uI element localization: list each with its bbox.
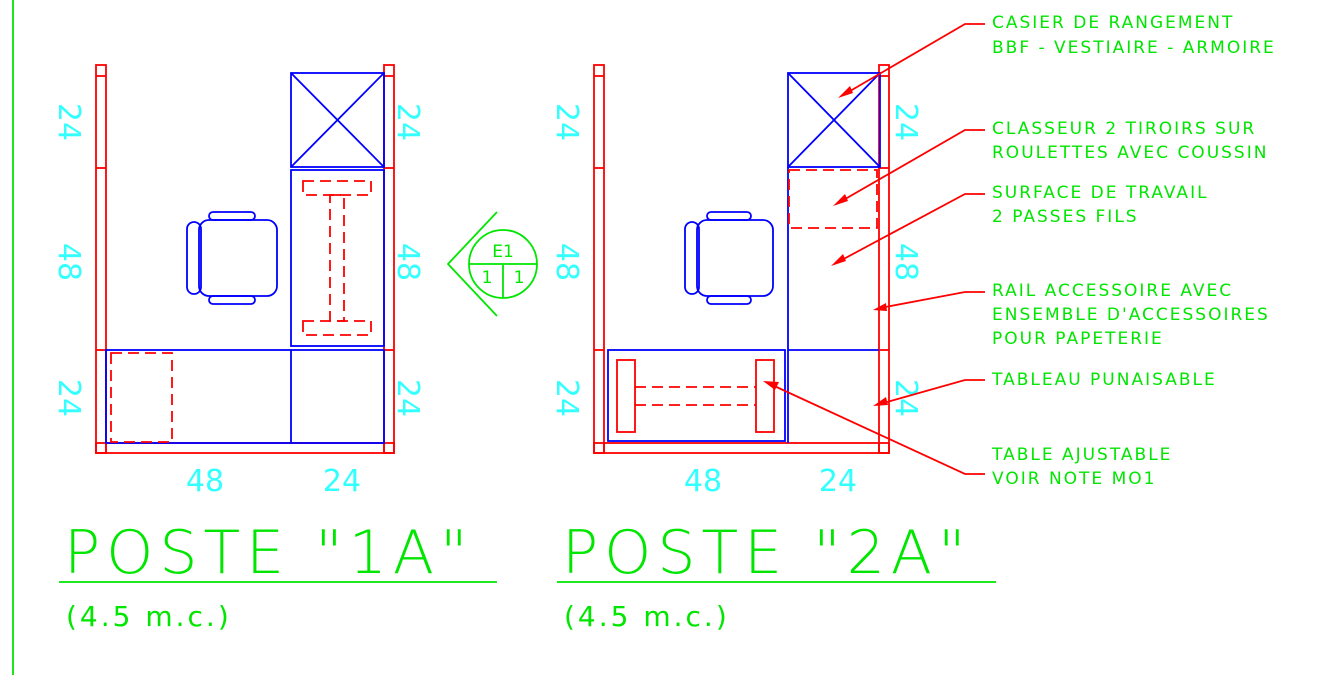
dim-right-middle: 48 [390, 243, 425, 281]
dim-bottom-right: 24 [819, 464, 857, 499]
dim-bottom-left: 48 [186, 464, 224, 499]
annotation-notes: CASIER DE RANGEMENT BBF - VESTIAIRE - AR… [991, 13, 1277, 489]
station-1a-dimensions: 24 48 24 24 48 24 48 24 [51, 103, 425, 499]
station-2a-storage-cabinet [787, 72, 881, 168]
elevation-marker-left: 1 [482, 268, 493, 288]
dim-left-middle: 48 [51, 243, 86, 281]
note-tack-board: TABLEAU PUNAISABLE [991, 370, 1217, 390]
leader-lines [763, 23, 985, 475]
station-2a-partitions [593, 64, 890, 454]
station-area: (4.5 m.c.) [66, 600, 232, 633]
station-1a-work-surface-right [290, 169, 385, 347]
station-1a-work-surface-bottom [105, 349, 385, 444]
dim-right-top: 24 [390, 103, 425, 141]
dim-left-bottom: 24 [51, 379, 86, 417]
station-title: POSTE "2A" [562, 518, 972, 588]
station-1a-storage-cabinet [290, 72, 385, 168]
note-accessory-rail: RAIL ACCESSOIRE AVEC ENSEMBLE D'ACCESSOI… [992, 281, 1277, 349]
station-2a-chair [684, 211, 774, 305]
dim-left-middle: 48 [549, 243, 584, 281]
dim-right-middle: 48 [888, 243, 923, 281]
dim-right-bottom: 24 [390, 379, 425, 417]
station-2a-work-surface [787, 167, 879, 351]
note-work-surface: SURFACE DE TRAVAIL 2 PASSES FILS [992, 183, 1216, 227]
station-1a-file-cabinet [110, 352, 173, 443]
station-area: (4.5 m.c.) [564, 600, 730, 633]
station-1a-partitions [95, 64, 395, 454]
note-adjustable-table: TABLE AJUSTABLE VOIR NOTE MO1 [991, 445, 1180, 489]
elevation-marker: E1 1 1 [446, 211, 538, 317]
station-1a-title-block: POSTE "1A" (4.5 m.c.) [59, 518, 497, 633]
station-1a-chair [186, 211, 278, 305]
station-1a-desk-support [302, 180, 372, 336]
dim-bottom-left: 48 [684, 464, 722, 499]
dim-right-bottom: 24 [888, 379, 923, 417]
dim-bottom-right: 24 [323, 464, 361, 499]
station-2a-table-legs [616, 359, 775, 433]
elevation-marker-label: E1 [492, 242, 514, 262]
station-2a-dimensions: 24 48 24 24 48 24 48 24 [549, 103, 923, 499]
dim-left-top: 24 [549, 103, 584, 141]
dim-left-top: 24 [51, 103, 86, 141]
station-2a-plan [593, 64, 890, 454]
station-2a-file-cabinet [788, 169, 878, 229]
note-file-cabinet: CLASSEUR 2 TIROIRS SUR ROULETTES AVEC CO… [992, 119, 1268, 163]
station-2a-adjustable-table [607, 349, 786, 442]
dim-left-bottom: 24 [549, 379, 584, 417]
station-2a-title-block: POSTE "2A" (4.5 m.c.) [557, 518, 996, 633]
dim-right-top: 24 [888, 103, 923, 141]
station-title: POSTE "1A" [64, 518, 474, 588]
station-1a-plan [95, 64, 395, 454]
elevation-marker-right: 1 [514, 268, 525, 288]
note-storage-cabinet: CASIER DE RANGEMENT BBF - VESTIAIRE - AR… [992, 13, 1276, 58]
